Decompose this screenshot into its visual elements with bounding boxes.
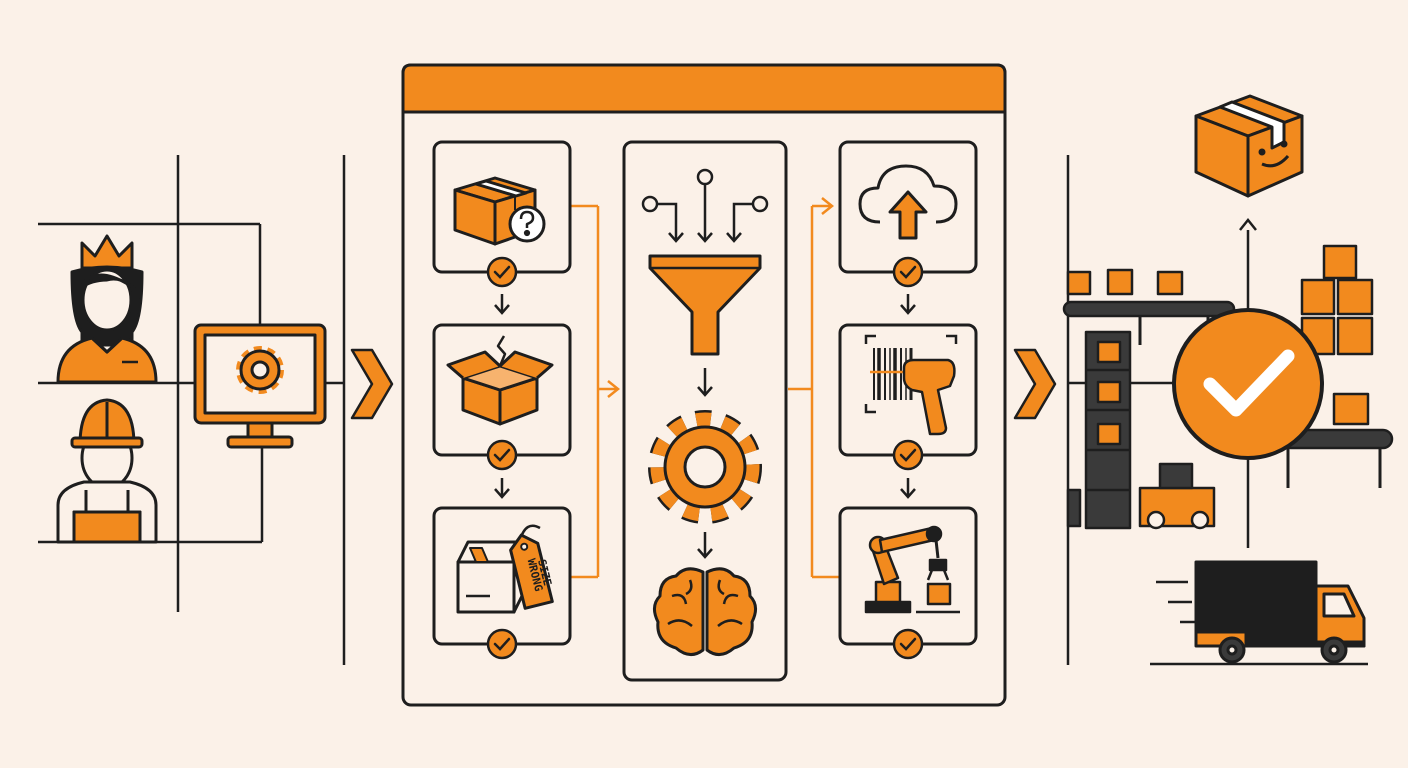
damaged-box-card — [432, 323, 572, 471]
panel-header-bar — [401, 63, 1007, 114]
down-arrow-icon — [697, 368, 713, 397]
hardhat-worker-icon — [56, 398, 158, 544]
down-arrow-icon — [900, 478, 916, 499]
check-badge-icon — [892, 256, 924, 288]
chevron-right-icon — [350, 348, 394, 420]
gear-icon — [648, 410, 762, 524]
robot-arm-card — [838, 506, 978, 660]
down-arrow-icon — [494, 294, 510, 315]
check-badge-icon — [486, 628, 518, 660]
chevron-right-icon — [1013, 348, 1057, 420]
check-badge-icon — [486, 439, 518, 471]
damaged-box-icon — [446, 335, 554, 426]
brain-icon — [653, 567, 757, 656]
check-badge-icon — [892, 439, 924, 471]
barcode-scanner-icon — [864, 334, 958, 436]
funnel-icon — [648, 254, 762, 356]
package-question-icon — [453, 176, 546, 246]
warehouse-conveyor-icon — [1062, 244, 1394, 530]
monitor-gear — [236, 346, 284, 394]
package-question-card — [432, 140, 572, 288]
analysis-column — [622, 140, 788, 682]
check-badge-icon — [486, 256, 518, 288]
big-check-icon — [1172, 308, 1324, 460]
tag-line-2: SIZE — [535, 558, 554, 587]
down-arrow-icon — [900, 294, 916, 315]
wrong-size-card: WRONG SIZE — [432, 506, 572, 660]
action-column — [838, 140, 978, 660]
monitor-gear-icon — [193, 323, 327, 449]
down-arrow-icon — [697, 532, 713, 559]
converging-inputs-icon — [641, 168, 769, 243]
down-arrow-icon — [494, 478, 510, 499]
check-badge-icon — [892, 628, 924, 660]
panel-connectors — [571, 197, 840, 579]
delivery-truck-icon — [1150, 560, 1368, 666]
barcode-scanner-card — [838, 323, 978, 471]
happy-box-icon — [1194, 94, 1304, 198]
intake-column: WRONG SIZE — [432, 140, 572, 660]
cloud-upload-card — [838, 140, 978, 288]
cloud-upload-icon — [858, 164, 958, 240]
crowned-woman-icon — [56, 234, 158, 384]
robot-arm-icon — [864, 525, 960, 614]
box-tag-icon: WRONG SIZE — [456, 524, 554, 614]
